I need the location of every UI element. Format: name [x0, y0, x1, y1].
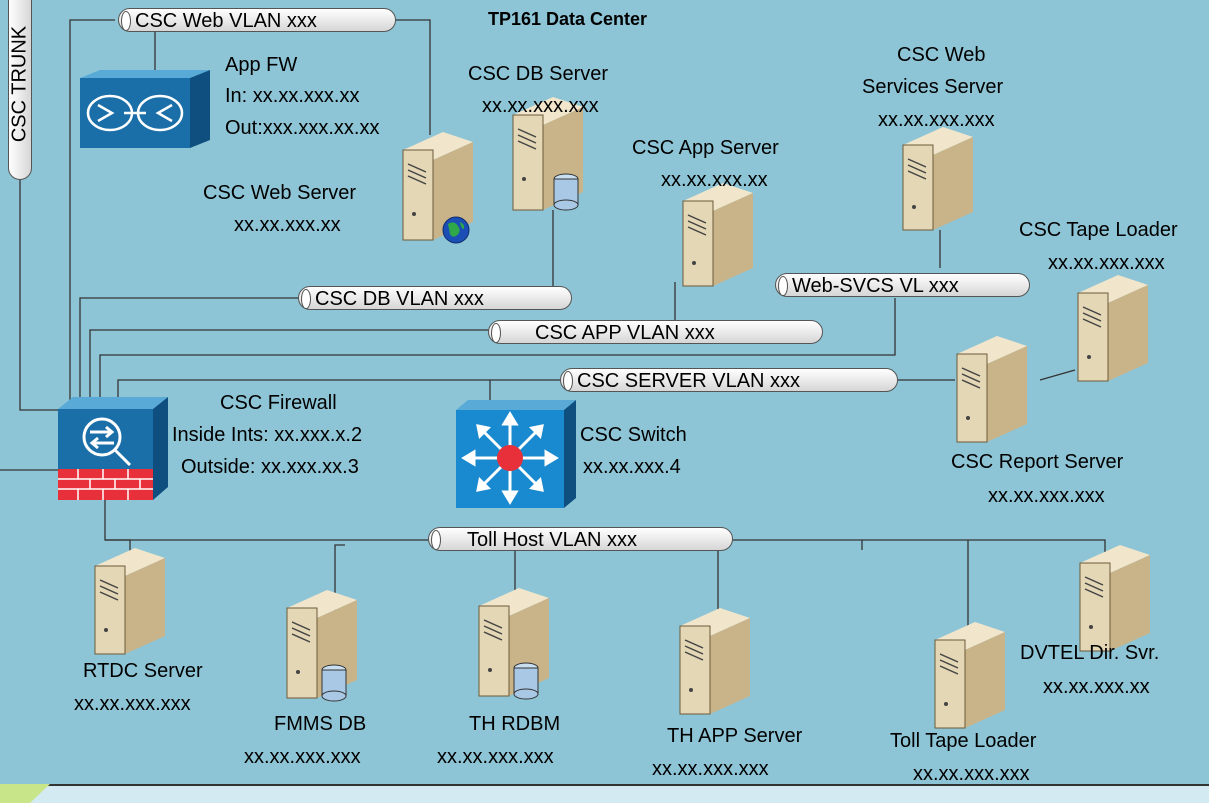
vlan-tollhost: Toll Host VLAN xxx [428, 527, 733, 551]
toll-tape-name: Toll Tape Loader [890, 730, 1037, 752]
web-services-server-icon [902, 127, 973, 231]
report-server-name: CSC Report Server [951, 451, 1124, 473]
db-server-ip: xx.xx.xxx.xxx [482, 95, 599, 117]
app-fw-name: App FW [225, 54, 298, 76]
dvtel-name: DVTEL Dir. Svr. [1020, 642, 1160, 664]
vlan-db: CSC DB VLAN xxx [298, 286, 572, 310]
firewall-outside: Outside: xx.xxx.xx.3 [181, 456, 359, 478]
fmms-ip: xx.xx.xxx.xxx [244, 746, 361, 768]
csc-firewall-icon [58, 397, 168, 500]
web-server-ip: xx.xx.xxx.xx [234, 214, 341, 236]
web-services-name-2: Services Server [862, 76, 1004, 98]
th-app-server-icon [679, 608, 750, 715]
web-server-icon [402, 132, 473, 244]
firewall-inside: Inside Ints: xx.xxx.x.2 [172, 424, 363, 446]
toll-tape-ip: xx.xx.xxx.xxx [913, 763, 1030, 785]
footer-bar [0, 784, 1209, 803]
th-rdbm-name: TH RDBM [469, 713, 561, 735]
dvtel-ip: xx.xx.xxx.xx [1043, 676, 1150, 698]
rtdc-name: RTDC Server [83, 660, 203, 682]
th-app-name: TH APP Server [667, 725, 803, 747]
rtdc-server-icon [94, 548, 165, 655]
vlan-app: CSC APP VLAN xxx [488, 320, 823, 344]
app-server-name: CSC App Server [632, 137, 779, 159]
report-server-icon [956, 336, 1027, 443]
fmms-db-icon [286, 590, 357, 702]
vlan-trunk-label: CSC TRUNK [8, 25, 31, 143]
dvtel-server-icon [1079, 545, 1150, 652]
th-rdbm-icon [478, 588, 549, 700]
fmms-name: FMMS DB [274, 713, 367, 735]
app-fw-in: In: xx.xx.xxx.xx [225, 85, 360, 107]
db-server-name: CSC DB Server [468, 63, 609, 85]
rtdc-ip: xx.xx.xxx.xxx [74, 693, 191, 715]
csc-switch-icon [456, 400, 576, 508]
switch-name: CSC Switch [580, 424, 687, 446]
web-server-name: CSC Web Server [203, 182, 357, 204]
tape-loader-icon [1077, 275, 1148, 382]
app-firewall-icon [80, 70, 210, 148]
vlan-server: CSC SERVER VLAN xxx [560, 368, 898, 392]
vlan-web: CSC Web VLAN xxx [118, 8, 396, 32]
toll-tape-loader-icon [934, 622, 1005, 729]
th-app-ip: xx.xx.xxx.xxx [652, 758, 769, 780]
tape-loader-ip: xx.xx.xxx.xxx [1048, 252, 1165, 274]
app-server-ip: xx.xx.xxx.xx [661, 169, 768, 191]
db-server-icon [512, 97, 583, 211]
tape-loader-name: CSC Tape Loader [1019, 219, 1178, 241]
app-server-icon [682, 183, 753, 287]
app-fw-out: Out:xxx.xxx.xx.xx [225, 117, 380, 139]
firewall-name: CSC Firewall [220, 392, 337, 414]
switch-ip: xx.xx.xxx.4 [583, 456, 681, 478]
th-rdbm-ip: xx.xx.xxx.xxx [437, 746, 554, 768]
vlan-websvcs: Web-SVCS VL xxx [775, 273, 1030, 297]
report-server-ip: xx.xx.xxx.xxx [988, 485, 1105, 507]
vlan-trunk: CSC TRUNK [8, 0, 32, 180]
web-services-ip: xx.xx.xxx.xxx [878, 109, 995, 131]
diagram-title: TP161 Data Center [488, 9, 648, 29]
web-services-name-1: CSC Web [897, 44, 986, 66]
